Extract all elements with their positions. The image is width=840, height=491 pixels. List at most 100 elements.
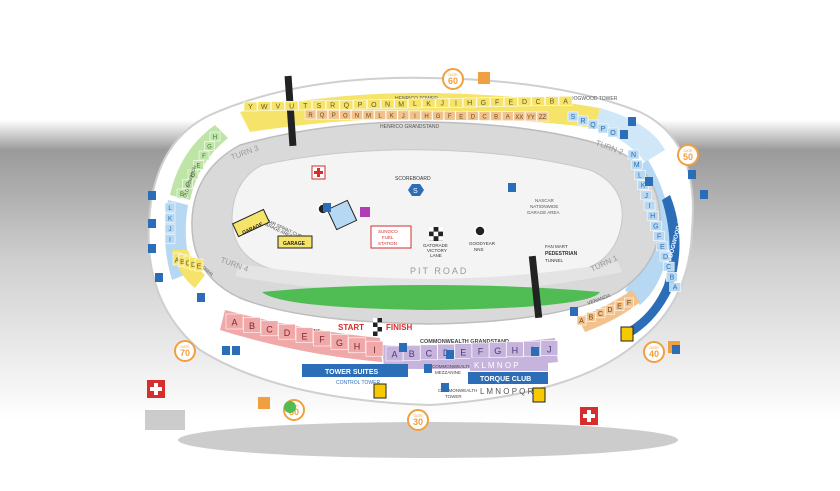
seat-section[interactable] (209, 131, 221, 142)
seat-section[interactable] (257, 101, 272, 112)
seat-section[interactable] (624, 297, 634, 308)
seat-section[interactable] (420, 110, 433, 121)
seat-section[interactable] (243, 101, 258, 112)
seat-section[interactable] (501, 111, 514, 121)
goodyear-nns: GOODYEAR NNS (469, 225, 496, 252)
seat-section[interactable] (650, 221, 662, 231)
seat-section[interactable] (339, 99, 354, 110)
svg-text:COMMONWEALTH: COMMONWEALTH (438, 388, 477, 393)
seat-section[interactable] (435, 98, 450, 108)
seat-section[interactable] (640, 190, 653, 201)
svg-text:GATORADE: GATORADE (423, 243, 448, 248)
seat-section[interactable] (204, 141, 215, 151)
seat-section[interactable] (409, 110, 421, 121)
seat-section[interactable] (669, 282, 681, 292)
seat-section[interactable] (525, 111, 537, 122)
seat-section[interactable] (643, 200, 656, 211)
seat-section[interactable] (540, 340, 559, 356)
seat-section[interactable] (182, 179, 193, 189)
seat-section[interactable] (490, 111, 502, 121)
seat-section[interactable] (260, 320, 279, 337)
gate-label: GATE (683, 149, 693, 153)
restroom-icon (148, 219, 156, 228)
seat-section[interactable] (271, 101, 285, 111)
seat-section[interactable] (353, 99, 367, 110)
seat-section[interactable] (366, 99, 381, 110)
seat-section[interactable] (656, 241, 669, 252)
seat-section[interactable] (312, 100, 326, 111)
seat-section[interactable] (531, 96, 546, 107)
seat-section[interactable] (421, 98, 436, 109)
seat-section[interactable] (325, 100, 340, 110)
garage-building-2: GARAGE (277, 235, 313, 249)
seat-section[interactable] (455, 111, 468, 121)
seat-section[interactable] (536, 111, 549, 122)
seat-section[interactable] (545, 96, 559, 106)
seat-section[interactable] (408, 98, 422, 109)
seat-section[interactable] (198, 150, 210, 161)
seat-section[interactable] (586, 312, 596, 322)
seat-section[interactable] (653, 231, 665, 241)
seat-section[interactable] (397, 110, 410, 121)
seat-section[interactable] (243, 317, 261, 333)
seat-section-label: B (550, 99, 555, 106)
seat-section[interactable] (164, 234, 176, 244)
seat-section[interactable] (659, 251, 672, 262)
seat-section[interactable] (313, 330, 331, 347)
seat-section[interactable] (164, 213, 176, 223)
svg-text:LANE: LANE (430, 253, 442, 258)
seat-section[interactable] (187, 169, 199, 180)
commonwealth-grandstand-label: COMMONWEALTH GRANDSTAND (420, 339, 509, 345)
seat-section[interactable] (278, 323, 296, 340)
seat-section[interactable] (595, 308, 606, 319)
seat-section[interactable] (513, 111, 526, 122)
seat-section[interactable] (327, 109, 340, 120)
seat-section[interactable] (558, 95, 573, 106)
seat-section[interactable] (662, 261, 675, 272)
seat-section[interactable] (225, 313, 244, 330)
seat-section[interactable] (339, 110, 352, 120)
seat-section[interactable] (316, 109, 328, 120)
seat-section[interactable] (380, 99, 395, 109)
seat-section[interactable] (646, 210, 659, 221)
restroom-icon (531, 347, 539, 356)
seat-section[interactable] (576, 315, 587, 326)
seat-section[interactable] (614, 301, 625, 311)
seat-section[interactable] (374, 110, 386, 120)
seat-section[interactable] (385, 110, 398, 120)
seat-section[interactable] (351, 110, 363, 120)
seat-section[interactable] (666, 272, 678, 282)
restroom-icon (700, 190, 708, 199)
svg-text:TORQUE CLUB: TORQUE CLUB (480, 376, 531, 383)
seat-section[interactable] (449, 97, 463, 108)
seat-section[interactable] (362, 110, 375, 120)
seat-section[interactable] (627, 149, 640, 160)
seat-section[interactable] (304, 109, 317, 120)
seat-section[interactable] (478, 111, 491, 121)
seat-section[interactable] (476, 97, 491, 108)
seat-section[interactable] (295, 327, 314, 343)
seat-section[interactable] (284, 100, 299, 111)
seat-section[interactable] (330, 334, 349, 350)
seat-section[interactable] (164, 223, 176, 234)
seat-section[interactable] (194, 258, 204, 272)
seat-section[interactable] (634, 170, 646, 180)
seat-section[interactable] (467, 111, 479, 121)
seat-section[interactable] (394, 98, 409, 109)
seat-section[interactable] (462, 97, 477, 108)
seat-section[interactable] (490, 97, 504, 107)
seat-section[interactable] (176, 188, 188, 199)
seat-section[interactable] (193, 160, 204, 170)
seat-section[interactable] (605, 304, 615, 315)
seat-section[interactable] (607, 127, 619, 138)
seat-section[interactable] (348, 337, 366, 354)
seat-section[interactable] (630, 159, 643, 170)
seat-section[interactable] (503, 96, 518, 107)
seat-section-label: B (180, 259, 185, 266)
seat-section[interactable] (432, 110, 444, 121)
seat-section[interactable] (365, 340, 384, 357)
seat-section-label: C (266, 325, 273, 335)
seat-section[interactable] (443, 110, 456, 121)
seat-section[interactable] (517, 96, 532, 107)
seat-section[interactable] (164, 202, 176, 213)
